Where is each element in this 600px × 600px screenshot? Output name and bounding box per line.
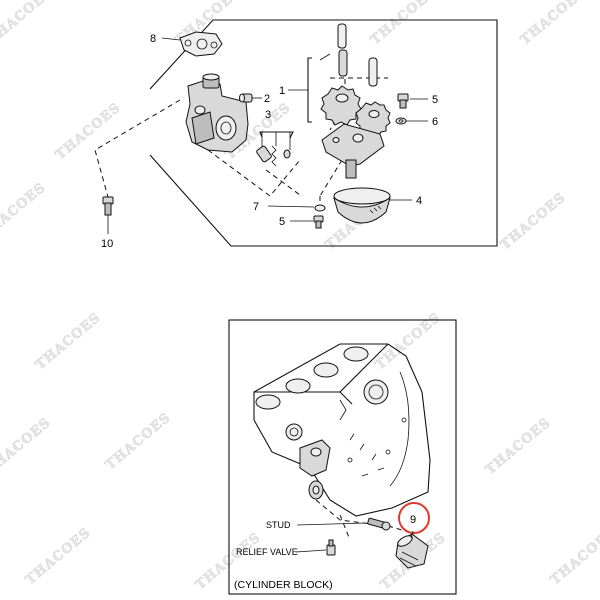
stud-label: STUD bbox=[266, 520, 291, 530]
cylinder-block bbox=[253, 343, 431, 517]
watermark: THACOES bbox=[0, 0, 56, 48]
lower-dashed-guides bbox=[315, 499, 403, 541]
bolt-part-5-upper bbox=[397, 93, 409, 109]
callout-10: 10 bbox=[101, 238, 113, 250]
callout-5-upper: 5 bbox=[432, 94, 438, 106]
plug-part-2 bbox=[239, 93, 253, 103]
cylinder-block-frame bbox=[228, 319, 457, 595]
callout-3: 3 bbox=[265, 109, 271, 121]
watermark: THACOES bbox=[53, 100, 124, 163]
cylinder-block-caption: (CYLINDER BLOCK) bbox=[234, 579, 333, 591]
upper-assembly-frame bbox=[149, 19, 498, 247]
oil-pump-body bbox=[185, 73, 249, 153]
watermark: THACOES bbox=[0, 415, 54, 478]
callout-6: 6 bbox=[432, 116, 438, 128]
oil-strainer-part-4 bbox=[333, 187, 391, 224]
watermark: THACOES bbox=[518, 0, 589, 48]
callout-5-lower: 5 bbox=[279, 216, 285, 228]
watermark: THACOES bbox=[0, 180, 49, 243]
rotor-gear-set-part-1 bbox=[288, 23, 391, 137]
watermark: THACOES bbox=[368, 0, 439, 48]
callout-8: 8 bbox=[150, 33, 156, 45]
watermark: THACOES bbox=[498, 190, 569, 253]
callout-7: 7 bbox=[253, 201, 259, 213]
watermark: THACOES bbox=[103, 410, 174, 473]
callout-1: 1 bbox=[279, 85, 285, 97]
watermark: THACOES bbox=[23, 525, 94, 588]
highlight-circle-part-9 bbox=[398, 502, 430, 534]
relief-valve bbox=[326, 539, 336, 556]
callout-2: 2 bbox=[264, 93, 270, 105]
watermark: THACOES bbox=[483, 415, 554, 478]
callout-9: 9 bbox=[410, 514, 416, 526]
relief-valve-set-part-3 bbox=[256, 131, 294, 167]
gasket-part-8 bbox=[179, 31, 223, 57]
bolt-part-10 bbox=[102, 196, 114, 216]
stud bbox=[367, 517, 391, 531]
washer-part-6 bbox=[395, 117, 407, 125]
bolt-part-5-lower bbox=[313, 215, 324, 229]
watermark: THACOES bbox=[548, 525, 600, 588]
watermark: THACOES bbox=[33, 310, 104, 373]
relief-valve-label: RELIEF VALVE bbox=[236, 547, 298, 557]
callout-4: 4 bbox=[416, 195, 422, 207]
pump-cover-plate bbox=[321, 123, 385, 179]
o-ring-part-7 bbox=[314, 204, 326, 212]
